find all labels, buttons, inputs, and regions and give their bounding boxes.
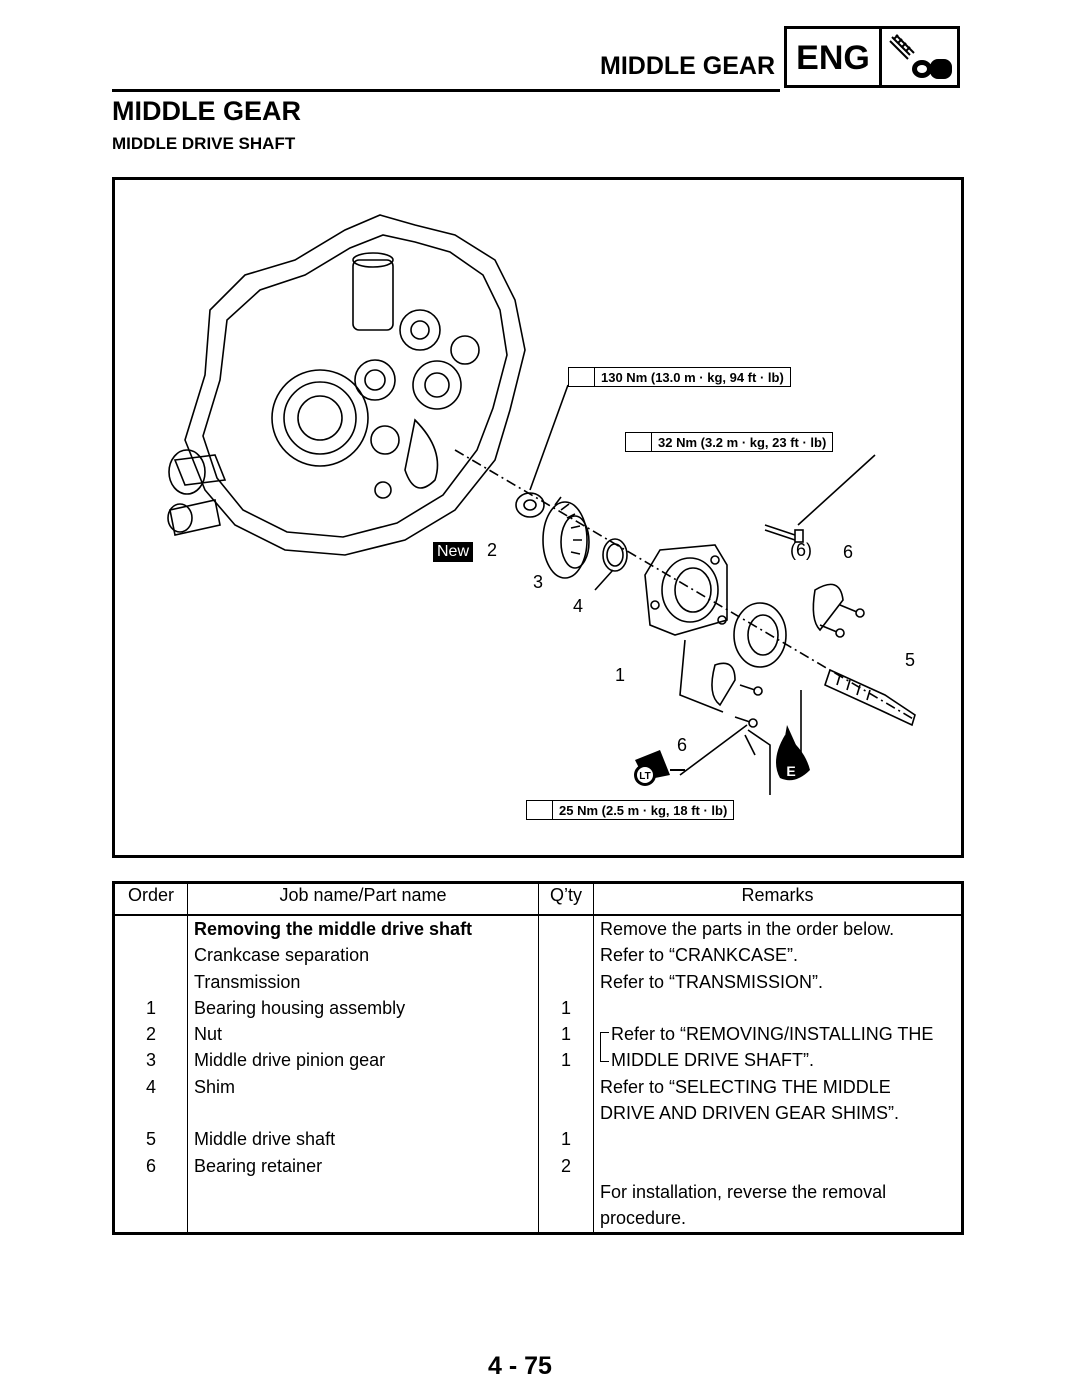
header-order: Order [113, 882, 188, 916]
table-row: 3 Middle drive pinion gear 1 MIDDLE DRIV… [113, 1047, 963, 1074]
parts-table: Order Job name/Part name Q’ty Remarks Re… [112, 881, 964, 1235]
header-job-name: Job name/Part name [187, 882, 539, 916]
table-header-row: Order Job name/Part name Q’ty Remarks [113, 882, 963, 916]
svg-text:LT: LT [639, 771, 650, 782]
table-row: DRIVE AND DRIVEN GEAR SHIMS”. [113, 1100, 963, 1127]
callout-6-lower: 6 [677, 735, 688, 755]
new-part-badge: New [433, 542, 474, 562]
callout-3: 3 [533, 572, 544, 592]
callout-4: 4 [573, 596, 584, 616]
torque-spec-bolt: 32 Nm (3.2 m · kg, 23 ft · lb) [625, 432, 834, 452]
torque-wrench-icon [626, 433, 652, 451]
bracket-icon [600, 1047, 609, 1063]
exploded-diagram: E LT 130 Nm (13.0 m · kg, 94 ft · lb) 32… [112, 177, 964, 858]
torque-spec-nut: 130 Nm (13.0 m · kg, 94 ft · lb) [568, 367, 791, 387]
eng-badge: ENG [784, 26, 960, 88]
table-row: procedure. [113, 1205, 963, 1234]
header-remarks: Remarks [593, 882, 963, 916]
table-row: 4 Shim Refer to “SELECTING THE MIDDLE [113, 1073, 963, 1101]
svg-text:E: E [786, 763, 795, 779]
callout-6-upper: 6 [843, 542, 854, 562]
locktite-symbol: LT [634, 750, 685, 786]
torque-wrench-icon [527, 801, 553, 819]
page-title: MIDDLE GEAR [112, 96, 301, 126]
engine-oil-symbol: E [776, 725, 810, 781]
header-rule [112, 89, 780, 92]
torque-spec-retainer: 25 Nm (2.5 m · kg, 18 ft · lb) [526, 800, 735, 820]
engine-icon [882, 29, 957, 85]
table-row: Removing the middle drive shaft Remove t… [113, 915, 963, 943]
table-row: Transmission Refer to “TRANSMISSION”. [113, 968, 963, 995]
callout-2: 2 [487, 540, 498, 560]
header-qty: Q’ty [538, 882, 594, 916]
table-row: 2 Nut 1 Refer to “REMOVING/INSTALLING TH… [113, 1021, 963, 1048]
table-row: 6 Bearing retainer 2 [113, 1152, 963, 1179]
table-row: For installation, reverse the removal [113, 1178, 963, 1206]
page-number: 4 - 75 [488, 1352, 552, 1380]
callout-5: 5 [905, 650, 916, 670]
page-subtitle: MIDDLE DRIVE SHAFT [112, 134, 296, 153]
torque-wrench-icon [569, 368, 595, 386]
bracket-icon [600, 1032, 609, 1048]
eng-badge-label: ENG [787, 29, 882, 85]
table-row: 5 Middle drive shaft 1 [113, 1126, 963, 1153]
table-row: Crankcase separation Refer to “CRANKCASE… [113, 942, 963, 969]
job-heading: Removing the middle drive shaft [187, 915, 539, 943]
section-title: MIDDLE GEAR [600, 52, 775, 80]
diagram-drawing: E LT [167, 214, 916, 795]
callout-6-paren: (6) [790, 540, 812, 560]
table-row: 1 Bearing housing assembly 1 [113, 994, 963, 1022]
callout-1: 1 [615, 665, 626, 685]
